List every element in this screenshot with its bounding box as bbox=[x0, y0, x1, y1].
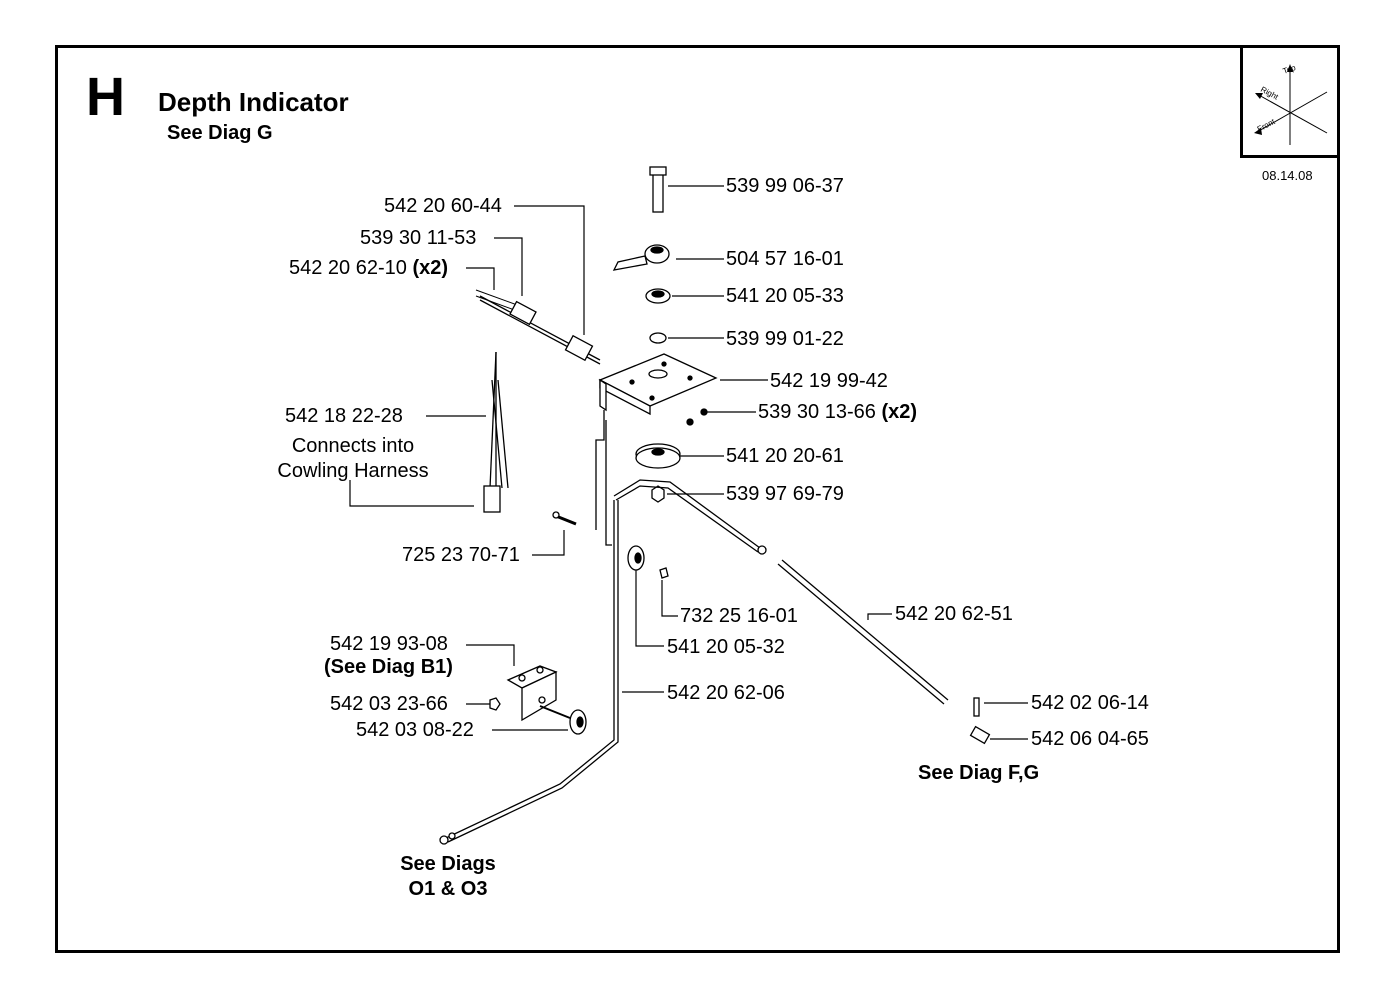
part-label-542-03-23-66: 542 03 23-66 bbox=[330, 693, 448, 715]
part-label-542-19-93-08: 542 19 93-08 bbox=[330, 633, 448, 655]
part-label-542-20-62-10: 542 20 62-10 (x2) bbox=[289, 257, 449, 279]
end-fitting-part bbox=[969, 725, 991, 745]
nut-part bbox=[651, 485, 665, 503]
see-diags-o-note: See Diags O1 & O3 bbox=[390, 852, 506, 902]
part-label-542-06-04-65: 542 06 04-65 bbox=[1031, 728, 1149, 750]
part-label-504-57-16-01: 504 57 16-01 bbox=[726, 248, 844, 270]
part-label-539-99-06-37: 539 99 06-37 bbox=[726, 175, 844, 197]
leader-lines bbox=[349, 185, 1028, 740]
cable-sleeve-part bbox=[777, 563, 945, 705]
page-title: Depth Indicator bbox=[158, 87, 349, 117]
bolt-part bbox=[652, 169, 664, 213]
orientation-box: Top Right Front bbox=[1240, 45, 1340, 158]
part-label-542-02-06-14: 542 02 06-14 bbox=[1031, 692, 1149, 714]
part-label-542-20-62-51: 542 20 62-51 bbox=[895, 603, 1013, 625]
axis-top-label: Top bbox=[1282, 63, 1298, 76]
revision-date: 08.14.08 bbox=[1262, 168, 1313, 183]
cable-part bbox=[613, 479, 761, 549]
see-diags-o-line1: See Diags bbox=[400, 853, 496, 875]
part-label-539-30-13-66: 539 30 13-66 (x2) bbox=[758, 401, 918, 423]
part-label-542-20-62-06: 542 20 62-06 bbox=[667, 682, 785, 704]
connector-part bbox=[483, 485, 501, 513]
nut-542-part bbox=[489, 697, 501, 711]
lever-part bbox=[612, 255, 648, 271]
part-label-542-20-60-44: 542 20 60-44 bbox=[384, 195, 502, 217]
page-subtitle: See Diag G bbox=[167, 122, 273, 144]
harness-wire-part bbox=[489, 351, 497, 489]
part-label-542-18-22-28: 542 18 22-28 bbox=[285, 405, 403, 427]
parts-artwork bbox=[439, 166, 991, 845]
part-label-539-30-11-53: 539 30 11-53 bbox=[360, 227, 477, 249]
see-diag-b1-note: (See Diag B1) bbox=[324, 656, 453, 678]
part-label-541-20-20-61: 541 20 20-61 bbox=[726, 445, 844, 467]
bracket-plate-part bbox=[598, 353, 718, 407]
part-label-542-03-08-22: 542 03 08-22 bbox=[356, 719, 474, 741]
pin-part bbox=[973, 697, 980, 717]
section-letter: H bbox=[86, 67, 125, 127]
sensor-part bbox=[509, 300, 537, 326]
bolt-head-part bbox=[649, 166, 667, 176]
orientation-axes-icon: Top Right Front bbox=[1254, 63, 1328, 145]
diagram-frame bbox=[55, 45, 1340, 953]
cable-06-part bbox=[445, 500, 615, 839]
part-label-542-19-99-42: 542 19 99-42 bbox=[770, 370, 888, 392]
see-diags-o-line2: O1 & O3 bbox=[408, 878, 488, 900]
part-label-541-20-05-33: 541 20 05-33 bbox=[726, 285, 844, 307]
part-label-539-99-01-22: 539 99 01-22 bbox=[726, 328, 844, 350]
harness-note-line2: Cowling Harness bbox=[277, 460, 429, 482]
part-label-725-23-70-71: 725 23 70-71 bbox=[402, 544, 520, 566]
clamp-part bbox=[564, 334, 594, 362]
screw-725-part bbox=[555, 514, 577, 526]
part-label-732-25-16-01: 732 25 16-01 bbox=[680, 605, 798, 627]
part-label-541-20-05-32: 541 20 05-32 bbox=[667, 636, 785, 658]
see-diag-fg-note: See Diag F,G bbox=[918, 762, 1040, 784]
screw-part bbox=[700, 408, 708, 416]
harness-note: Connects into Cowling Harness bbox=[270, 434, 436, 484]
part-label-539-97-69-79: 539 97 69-79 bbox=[726, 483, 844, 505]
harness-note-line1: Connects into bbox=[291, 435, 415, 457]
small-washer-part bbox=[649, 332, 667, 344]
nut-732-part bbox=[659, 567, 669, 579]
